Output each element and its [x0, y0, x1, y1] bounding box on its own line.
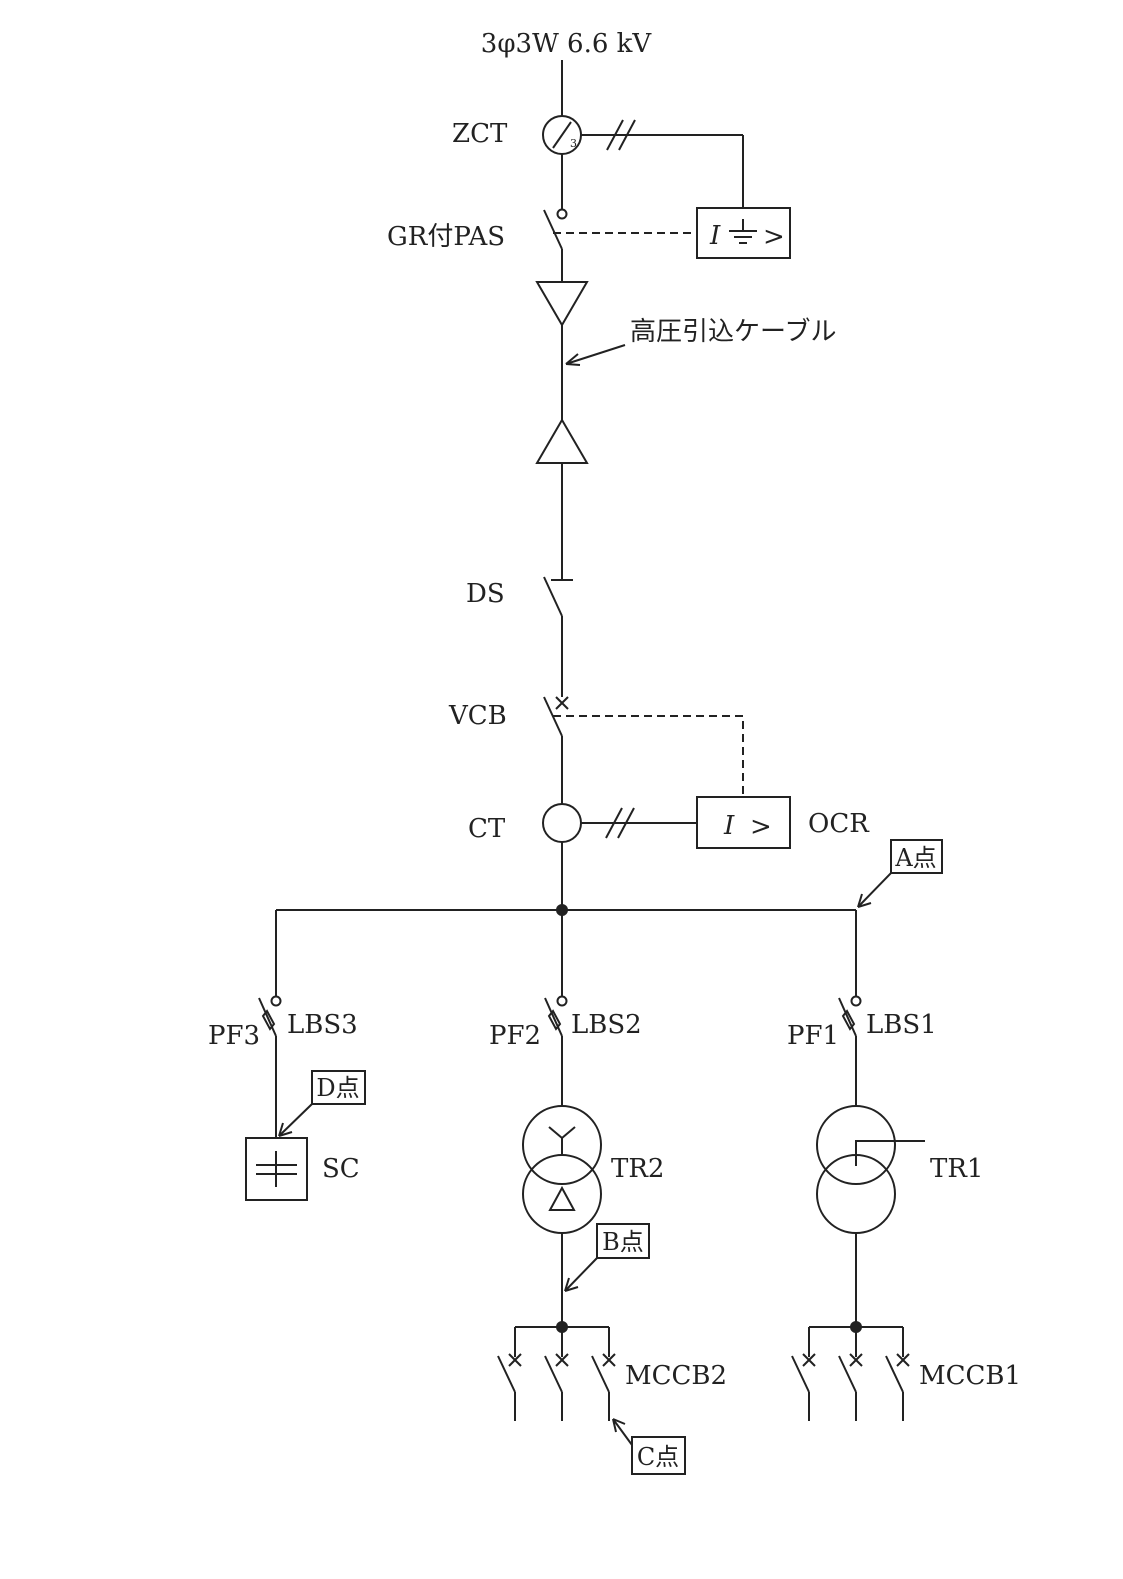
lbs3-switch — [258, 995, 282, 1138]
tr1-transformer — [816, 1105, 925, 1234]
lbs2-switch — [544, 995, 568, 1106]
ct-label: CT — [468, 814, 506, 844]
supply-label: 3φ3W 6.6 kV — [481, 29, 653, 59]
pf1-label: PF1 — [787, 1021, 839, 1051]
point-b-callout: B点 — [564, 1223, 650, 1292]
vcb-breaker — [543, 696, 569, 804]
mccb1-label: MCCB1 — [919, 1361, 1021, 1391]
lbs2-label: LBS2 — [571, 1010, 642, 1040]
cable-head-bottom — [535, 418, 589, 464]
ocr-label: OCR — [808, 809, 870, 839]
lbs1-switch — [838, 995, 862, 1106]
pf1-fuse — [841, 1009, 856, 1031]
sc-label: SC — [322, 1154, 360, 1184]
mccb2-label: MCCB2 — [625, 1361, 727, 1391]
zct-symbol: 3 — [542, 115, 582, 155]
mccb2-breakers — [497, 1353, 616, 1421]
ds-switch — [543, 576, 573, 697]
zct-label: ZCT — [452, 119, 508, 149]
vcb-label: VCB — [448, 701, 507, 731]
point-a-callout: A点 — [857, 839, 943, 908]
pf3-label: PF3 — [208, 1021, 260, 1051]
point-d-callout: D点 — [278, 1070, 366, 1137]
point-b-label: B点 — [602, 1228, 644, 1256]
lv-bus-1 — [808, 1321, 904, 1357]
lbs1-label: LBS1 — [866, 1010, 937, 1040]
point-c-callout: C点 — [612, 1418, 686, 1475]
vcb-trip-link — [553, 715, 744, 797]
pf3-fuse — [261, 1009, 276, 1031]
ct-signal-line — [581, 807, 697, 839]
mccb1-breakers — [791, 1353, 910, 1421]
ct-symbol — [542, 803, 582, 843]
gr-pas-label: GR付PAS — [387, 222, 505, 252]
cable-arrow — [565, 344, 626, 366]
cable-label: 高圧引込ケーブル — [630, 317, 836, 347]
svg-text:>: > — [750, 812, 772, 842]
ground-relay-box: I > — [696, 207, 791, 259]
ds-label: DS — [466, 579, 505, 609]
tr2-label: TR2 — [611, 1154, 664, 1184]
ocr-relay-box: I > — [696, 796, 791, 849]
cable-head-top — [535, 281, 589, 327]
point-d-label: D点 — [316, 1074, 359, 1102]
svg-text:>: > — [763, 222, 785, 252]
zct-inner-label: 3 — [570, 137, 577, 150]
lbs3-label: LBS3 — [287, 1010, 358, 1040]
tr2-transformer — [522, 1105, 602, 1234]
svg-text:I: I — [723, 811, 735, 841]
lv-bus-2 — [514, 1321, 610, 1357]
gr-pas-switch — [543, 208, 568, 282]
pf2-label: PF2 — [489, 1021, 541, 1051]
point-c-label: C点 — [637, 1443, 679, 1471]
svg-text:I: I — [709, 221, 721, 251]
tr1-label: TR1 — [930, 1154, 983, 1184]
sc-capacitor — [245, 1137, 308, 1201]
zct-signal-line — [581, 119, 744, 208]
pf2-fuse — [547, 1009, 562, 1031]
point-a-label: A点 — [894, 844, 936, 872]
